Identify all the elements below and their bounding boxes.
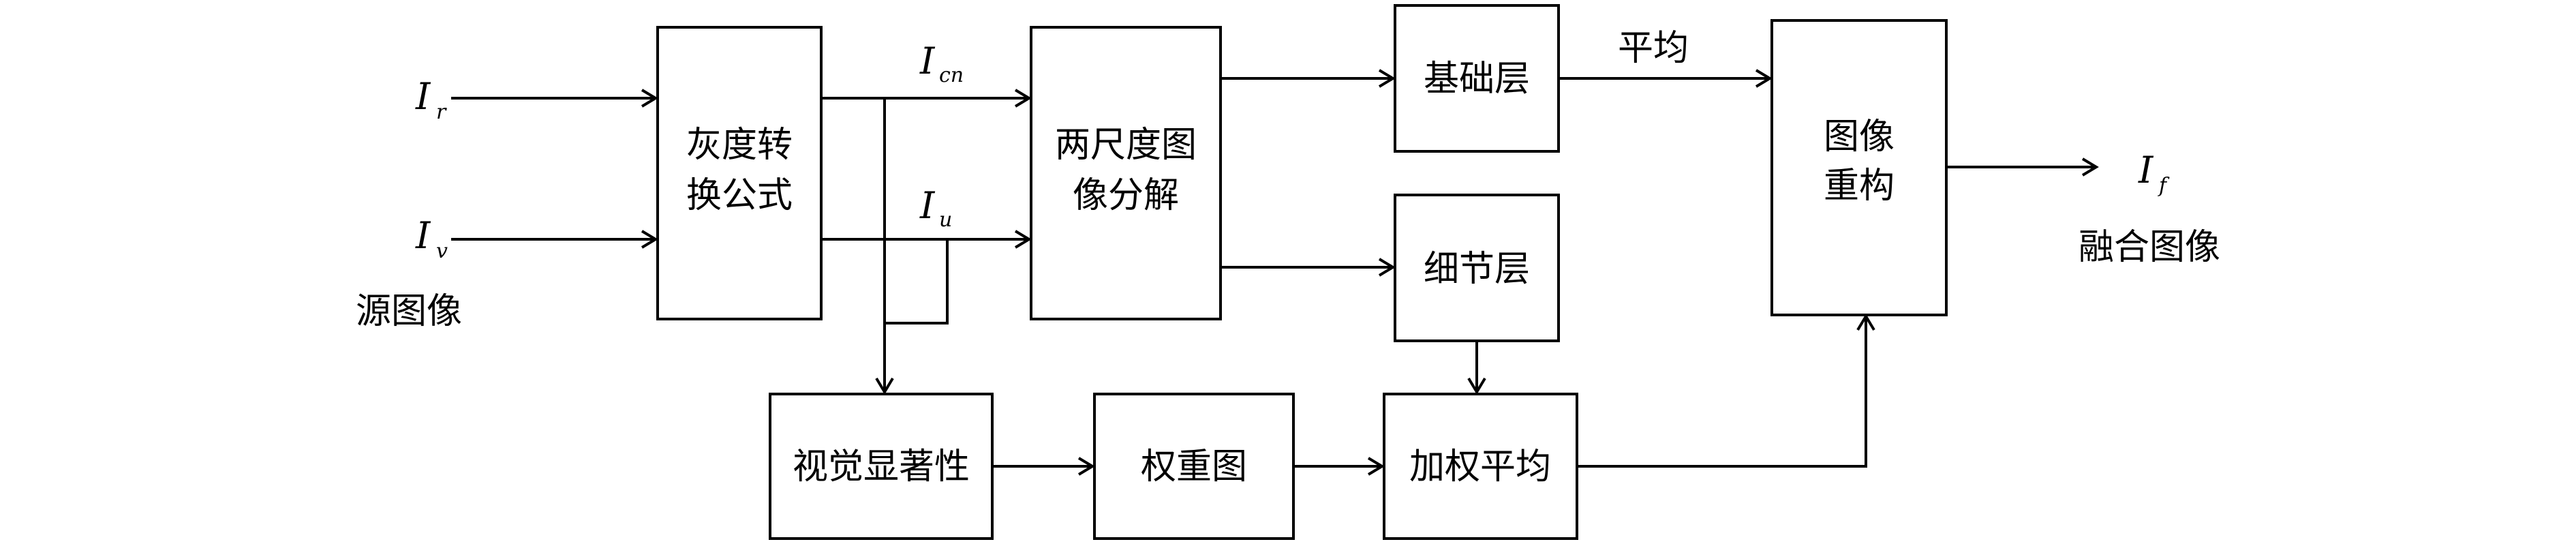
arrow-saliency-to-weight-map: [992, 457, 1095, 476]
visual-saliency-box: 视觉显著性: [769, 393, 994, 540]
branch-to-visual-saliency: [875, 98, 949, 395]
svg-text:u: u: [939, 208, 952, 232]
svg-text:像分解: 像分解: [1073, 175, 1179, 216]
svg-text:f: f: [2158, 174, 2170, 198]
svg-text:换公式: 换公式: [686, 175, 793, 216]
svg-text:加权平均: 加权平均: [1409, 447, 1551, 487]
source-image-label: 源图像: [356, 291, 462, 332]
signal-iu-label: I u: [919, 184, 952, 232]
arrow-to-base-layer: [1221, 69, 1396, 88]
gray-conversion-box: 灰度转 换公式: [656, 26, 823, 320]
svg-text:图像: 图像: [1824, 117, 1895, 157]
two-scale-decomposition-box: 两尺度图 像分解: [1030, 26, 1222, 320]
image-reconstruction-box: 图像 重构: [1770, 19, 1948, 316]
svg-text:I: I: [415, 75, 431, 118]
svg-text:重构: 重构: [1824, 166, 1895, 207]
svg-text:细节层: 细节层: [1424, 249, 1530, 290]
arrow-icn-to-decomposition: [821, 89, 1032, 108]
signal-icn-label: I cn: [919, 40, 964, 87]
svg-text:I: I: [919, 184, 936, 227]
arrow-detail-to-weighted-average: [1467, 341, 1486, 395]
arrow-base-to-reconstruction: [1559, 69, 1773, 88]
average-edge-label: 平均: [1618, 28, 1689, 69]
svg-text:cn: cn: [939, 63, 964, 87]
svg-text:两尺度图: 两尺度图: [1055, 125, 1197, 166]
fused-image-label: 融合图像: [2079, 227, 2220, 268]
svg-text:视觉显著性: 视觉显著性: [793, 447, 970, 487]
base-layer-box: 基础层: [1394, 4, 1560, 153]
arrow-ir-to-gray: [451, 89, 658, 108]
input-iv-label: I v: [415, 214, 448, 263]
svg-text:权重图: 权重图: [1141, 447, 1247, 487]
arrow-iv-to-gray: [451, 230, 658, 249]
weighted-average-box: 加权平均: [1383, 393, 1578, 540]
svg-text:v: v: [436, 239, 448, 263]
svg-text:基础层: 基础层: [1424, 59, 1530, 100]
svg-text:I: I: [2138, 149, 2154, 192]
input-ir-label: I r: [415, 75, 447, 124]
svg-text:I: I: [415, 214, 431, 257]
arrow-to-output: [1946, 157, 2099, 177]
arrow-iu-to-decomposition: [821, 230, 1032, 249]
arrow-weighted-average-to-reconstruction: [1577, 314, 1875, 468]
svg-text:r: r: [436, 100, 447, 124]
detail-layer-box: 细节层: [1394, 194, 1560, 342]
output-if-label: I f: [2138, 149, 2170, 198]
arrow-to-detail-layer: [1221, 258, 1396, 277]
svg-text:I: I: [919, 40, 936, 82]
weight-map-box: 权重图: [1093, 393, 1295, 540]
arrow-weight-map-to-weighted-average: [1293, 457, 1385, 476]
svg-text:灰度转: 灰度转: [686, 125, 793, 166]
